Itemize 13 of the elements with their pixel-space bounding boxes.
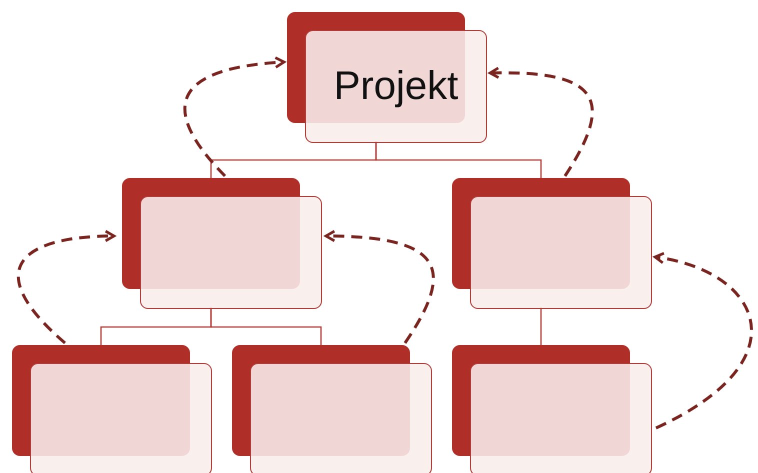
dashed-arrow [183, 56, 286, 178]
empty-box [452, 178, 652, 309]
dashed-arrow [654, 252, 752, 430]
node-card [287, 12, 487, 143]
node-title: Projekt [334, 64, 458, 109]
empty-box [232, 345, 432, 473]
empty-box [122, 178, 322, 309]
connector-line [375, 141, 542, 178]
connector-line [540, 307, 542, 345]
empty-box [452, 345, 652, 473]
connector-line [210, 307, 322, 345]
dashed-arrow [17, 230, 116, 344]
empty-box [12, 345, 212, 473]
